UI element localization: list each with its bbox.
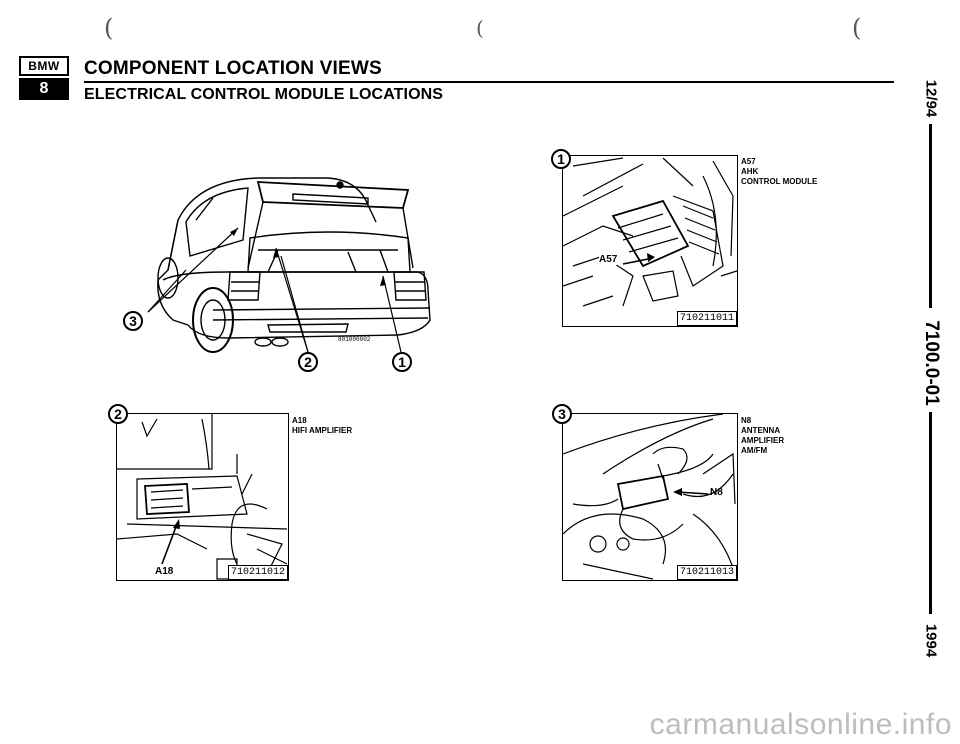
overview-figure-number: 801000002	[338, 336, 371, 343]
header-rule	[84, 81, 894, 83]
panel-2-caption-line-2: HIFI AMPLIFIER	[292, 426, 353, 435]
ahk-callout-label: A57	[599, 254, 618, 265]
logo-series: 8	[19, 78, 69, 100]
panel-1-caption-line-1: A57	[741, 157, 756, 166]
margin-rule-2	[929, 412, 932, 614]
hifi-amplifier-drawing	[117, 414, 288, 580]
car-overview-illustration: 801000002	[118, 160, 438, 390]
logo-brand: BMW	[19, 56, 69, 76]
detail-panel-3: N8 710211013	[562, 413, 738, 581]
detail-panel-1: A57 710211011	[562, 155, 738, 327]
panel-1-figure-number: 710211011	[676, 311, 737, 326]
overview-callout-2: 2	[298, 352, 318, 372]
margin-date: 12/94	[922, 79, 940, 118]
overview-callout-1: 1	[392, 352, 412, 372]
car-rear-drawing	[147, 177, 431, 353]
page-subtitle: ELECTRICAL CONTROL MODULE LOCATIONS	[84, 86, 444, 103]
panel-3-caption: N8 ANTENNA AMPLIFIER AM/FM	[741, 416, 784, 456]
binder-mark-right: (	[852, 14, 862, 42]
site-watermark: carmanualsonline.info	[649, 708, 952, 741]
panel-3-caption-line-4: AM/FM	[741, 446, 768, 455]
margin-year: 1994	[922, 623, 940, 658]
panel-1-caption-line-2: AHK	[741, 167, 759, 176]
panel-3-caption-line-1: N8	[741, 416, 752, 425]
binder-mark-center: (	[476, 16, 484, 40]
page-title: COMPONENT LOCATION VIEWS	[84, 58, 382, 79]
panel-2-caption: A18 HIFI AMPLIFIER	[292, 416, 352, 436]
panel-3-figure-number: 710211013	[676, 565, 737, 580]
bmw-8-series-logo: BMW 8	[19, 56, 69, 100]
panel-3-badge: 3	[552, 404, 572, 424]
binder-mark-left: (	[104, 14, 114, 42]
margin-section-number: 7100.0-01	[921, 320, 942, 406]
detail-panel-2: A18 710211012	[116, 413, 289, 581]
panel-2-caption-line-1: A18	[292, 416, 307, 425]
antenna-amplifier-drawing	[563, 414, 736, 580]
panel-2-figure-number: 710211012	[227, 565, 288, 580]
panel-3-caption-line-2: ANTENNA	[741, 426, 781, 435]
margin-rule-1	[929, 124, 932, 308]
ahk-module-drawing	[563, 157, 737, 307]
panel-1-caption: A57 AHK CONTROL MODULE	[741, 157, 817, 187]
hifi-callout-label: A18	[155, 566, 174, 577]
panel-1-caption-line-3: CONTROL MODULE	[741, 177, 818, 186]
antenna-callout-label: N8	[710, 487, 723, 498]
panel-3-caption-line-3: AMPLIFIER	[741, 436, 785, 445]
panel-2-badge: 2	[108, 404, 128, 424]
overview-callout-3: 3	[123, 311, 143, 331]
panel-1-badge: 1	[551, 149, 571, 169]
